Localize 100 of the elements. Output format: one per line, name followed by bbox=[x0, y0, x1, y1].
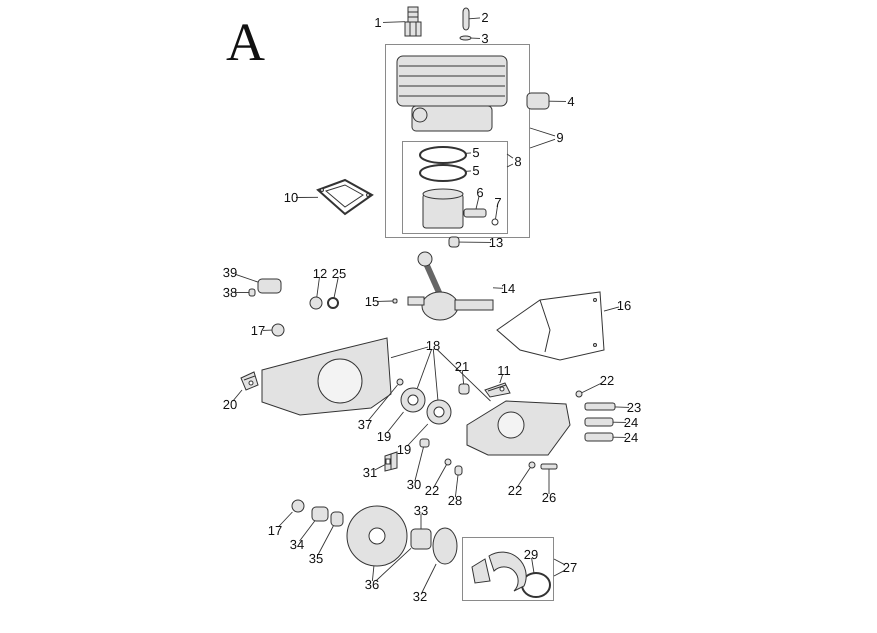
bushing-drawing bbox=[312, 506, 328, 522]
panel-letter: A bbox=[226, 12, 265, 72]
callout-number: 17 bbox=[266, 523, 284, 538]
clip-drawing bbox=[384, 451, 398, 472]
leader-line bbox=[234, 274, 258, 283]
dowel-pin-drawing bbox=[396, 378, 404, 386]
leader-line bbox=[432, 348, 438, 400]
oil-seal-drawing bbox=[310, 296, 322, 310]
callout-number: 31 bbox=[361, 465, 379, 480]
callout-number: 6 bbox=[471, 185, 489, 200]
spark-plug-drawing bbox=[404, 6, 422, 36]
callout-number: 29 bbox=[522, 547, 540, 562]
spring-drawing bbox=[521, 572, 551, 598]
bracket-line bbox=[506, 154, 514, 168]
leader-line bbox=[458, 242, 492, 243]
bolt-drawing bbox=[454, 466, 462, 476]
washer-drawing bbox=[432, 528, 458, 564]
callout-number: 13 bbox=[487, 235, 505, 250]
callout-number: 27 bbox=[561, 560, 579, 575]
crankcase-drawing bbox=[262, 337, 392, 416]
callout-number: 9 bbox=[551, 130, 569, 145]
leader-line bbox=[262, 330, 272, 331]
callout-number: 18 bbox=[424, 338, 442, 353]
gasket-drawing bbox=[316, 178, 374, 216]
needle-bearing-drawing bbox=[448, 236, 460, 248]
leader-line bbox=[232, 390, 242, 402]
leader-line bbox=[468, 17, 480, 20]
leader-line bbox=[372, 566, 374, 582]
leader-line bbox=[296, 196, 318, 198]
leader-line bbox=[531, 558, 534, 574]
callout-number: 32 bbox=[411, 589, 429, 604]
leader-line bbox=[390, 346, 428, 358]
callout-number: 22 bbox=[506, 483, 524, 498]
leader-line bbox=[495, 206, 498, 220]
leader-line bbox=[317, 526, 334, 556]
callout-number: 16 bbox=[615, 298, 633, 313]
callout-number: 2 bbox=[476, 10, 494, 25]
callout-number: 24 bbox=[622, 430, 640, 445]
leader-line bbox=[414, 446, 424, 482]
stud-drawing bbox=[584, 432, 614, 442]
leader-line bbox=[466, 170, 472, 172]
circlip-drawing bbox=[492, 218, 498, 226]
washer-drawing bbox=[528, 462, 536, 468]
bracket-line bbox=[554, 558, 566, 576]
group-frame bbox=[462, 537, 554, 601]
leader-line bbox=[614, 406, 630, 408]
leader-line bbox=[420, 514, 422, 530]
washer-drawing bbox=[460, 36, 472, 40]
leader-line bbox=[470, 38, 480, 39]
oil-seal-drawing bbox=[272, 324, 284, 336]
callout-number: 37 bbox=[356, 417, 374, 432]
gasket-drawing bbox=[496, 291, 605, 361]
callout-number: 25 bbox=[330, 266, 348, 281]
leader-line bbox=[476, 196, 480, 210]
nut-drawing bbox=[458, 384, 470, 394]
leader-line bbox=[436, 348, 491, 402]
leader-line bbox=[386, 412, 404, 434]
o-ring-drawing bbox=[327, 297, 339, 309]
leader-line bbox=[548, 100, 566, 102]
leader-line bbox=[466, 152, 472, 154]
crankshaft-drawing bbox=[408, 252, 494, 320]
leader-line bbox=[434, 464, 447, 488]
group-frame bbox=[402, 141, 508, 234]
nut-drawing bbox=[420, 438, 430, 448]
callout-number: 33 bbox=[412, 503, 430, 518]
callout-number: 22 bbox=[598, 373, 616, 388]
callout-number: 22 bbox=[423, 483, 441, 498]
callout-number: 20 bbox=[221, 397, 239, 412]
piston-ring-drawing bbox=[419, 164, 467, 182]
cap-drawing bbox=[240, 371, 259, 391]
callout-number: 1 bbox=[369, 15, 387, 30]
callout-number: 5 bbox=[467, 145, 485, 160]
callout-number: 12 bbox=[311, 266, 329, 281]
oil-seal-drawing bbox=[292, 500, 304, 512]
callout-number: 38 bbox=[221, 285, 239, 300]
callout-number: 23 bbox=[625, 400, 643, 415]
callout-number: 19 bbox=[395, 442, 413, 457]
stud-drawing bbox=[584, 418, 614, 426]
callout-number: 34 bbox=[288, 537, 306, 552]
lever-drawing bbox=[484, 382, 511, 398]
piston-pin-drawing bbox=[464, 208, 486, 218]
needle-bearing-drawing bbox=[410, 528, 432, 550]
leader-line bbox=[516, 468, 530, 488]
callout-number: 8 bbox=[509, 154, 527, 169]
callout-number: 17 bbox=[249, 323, 267, 338]
callout-number: 5 bbox=[467, 163, 485, 178]
needle-bearing-drawing bbox=[330, 512, 344, 526]
callout-number: 35 bbox=[307, 551, 325, 566]
callout-number: 39 bbox=[221, 265, 239, 280]
leader-line bbox=[316, 276, 320, 298]
leader-line bbox=[454, 474, 458, 498]
bolt-drawing bbox=[584, 402, 616, 410]
leader-line bbox=[234, 292, 250, 293]
intake-manifold-drawing bbox=[526, 92, 550, 110]
bolt-drawing bbox=[462, 8, 470, 30]
piston-ring-drawing bbox=[419, 146, 467, 164]
callout-number: 14 bbox=[499, 281, 517, 296]
callout-number: 4 bbox=[562, 94, 580, 109]
leader-line bbox=[582, 382, 602, 394]
callout-number: 11 bbox=[495, 363, 513, 378]
